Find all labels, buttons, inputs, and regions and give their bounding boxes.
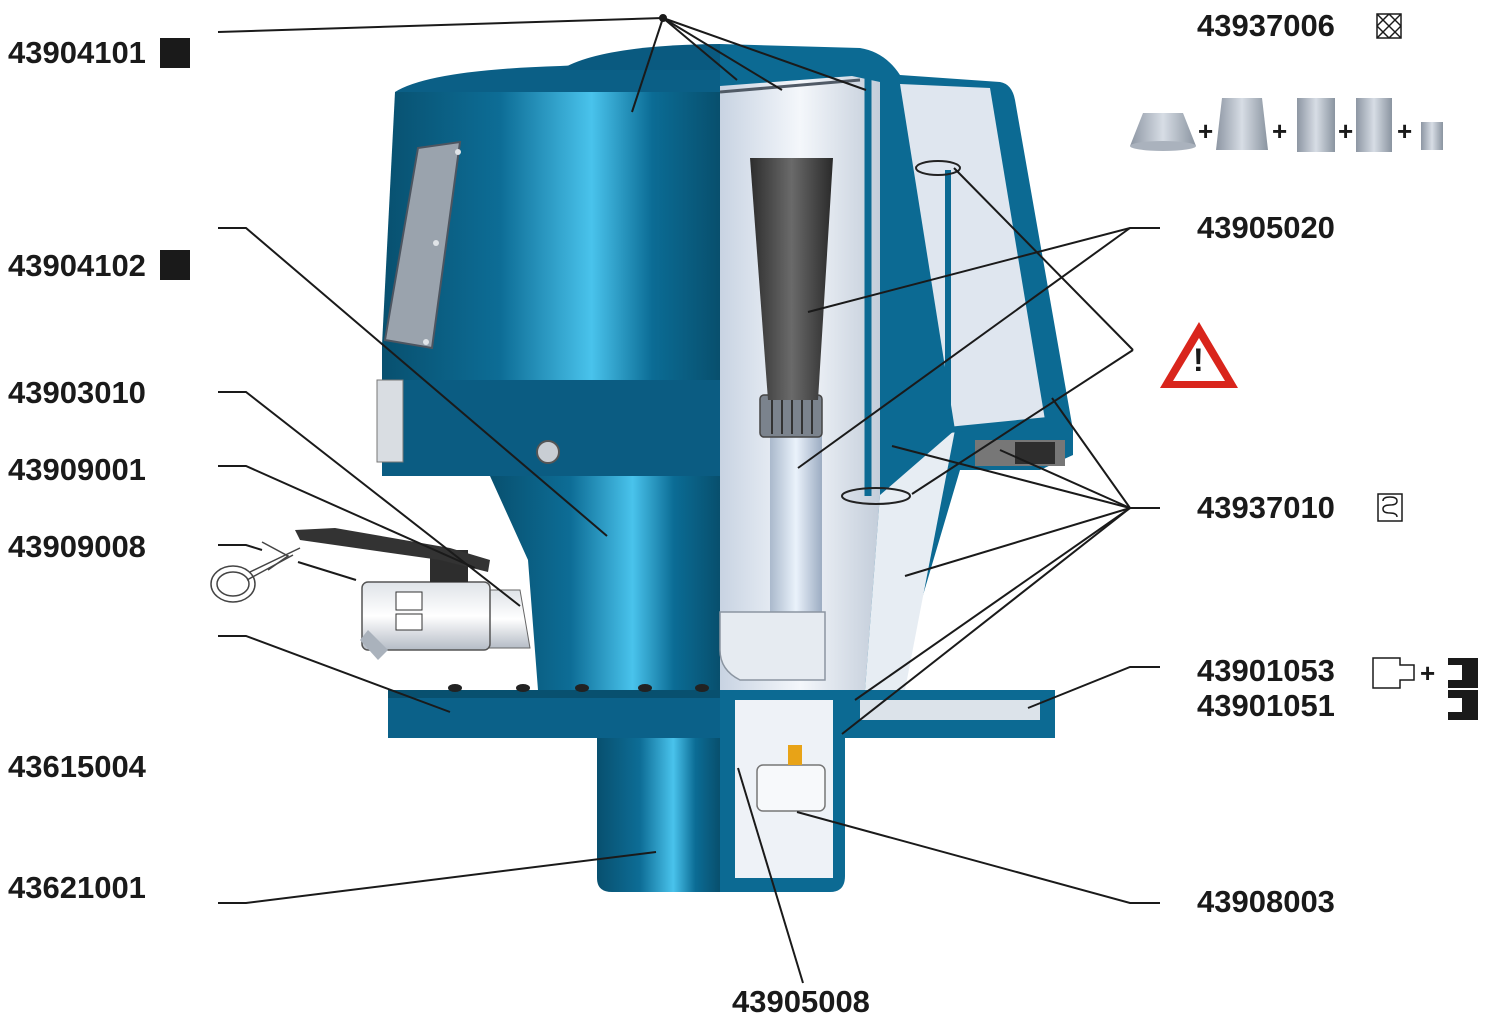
part-label-43905020: 43905020 — [1197, 210, 1335, 245]
part-label-43908003: 43908003 — [1197, 884, 1335, 919]
part-label-43909008: 43909008 — [8, 529, 146, 564]
warning-triangle-icon — [1160, 322, 1238, 388]
part-label-43937010: 43937010 — [1197, 490, 1335, 525]
float — [756, 745, 826, 812]
part-label-43901053: 43901053 — [1197, 653, 1335, 688]
part-label-43903010: 43903010 — [8, 375, 146, 410]
part-label-43905008: 43905008 — [732, 984, 870, 1019]
part-label-43909001: 43909001 — [8, 452, 146, 487]
filter-element-icon — [1130, 98, 1443, 152]
seal-kit-icon — [1377, 493, 1403, 522]
black-square-icon — [160, 250, 190, 280]
float-rings — [841, 160, 961, 505]
housing-exterior — [376, 44, 720, 892]
black-square-icon — [160, 38, 190, 68]
part-label-43615004: 43615004 — [8, 749, 146, 784]
clip-icon — [1372, 657, 1478, 720]
part-label-43904102: 43904102 — [8, 248, 146, 283]
warning-mark: ! — [1193, 342, 1204, 378]
plus-sign: + — [1420, 658, 1436, 688]
part-label-43621001: 43621001 — [8, 870, 146, 905]
part-label-43937006: 43937006 — [1197, 8, 1335, 43]
plus-sign: + — [1272, 116, 1288, 146]
part-label-43901051: 43901051 — [1197, 688, 1335, 723]
crossed-box-icon — [1376, 13, 1402, 39]
plus-sign: + — [1397, 116, 1413, 146]
leader-lines — [217, 14, 1160, 984]
ball-valve — [295, 528, 531, 660]
part-label-43904101: 43904101 — [8, 35, 146, 70]
dip-tube — [719, 158, 833, 681]
r-clip — [210, 541, 301, 603]
plus-sign: + — [1198, 116, 1214, 146]
plus-sign: + — [1338, 116, 1354, 146]
